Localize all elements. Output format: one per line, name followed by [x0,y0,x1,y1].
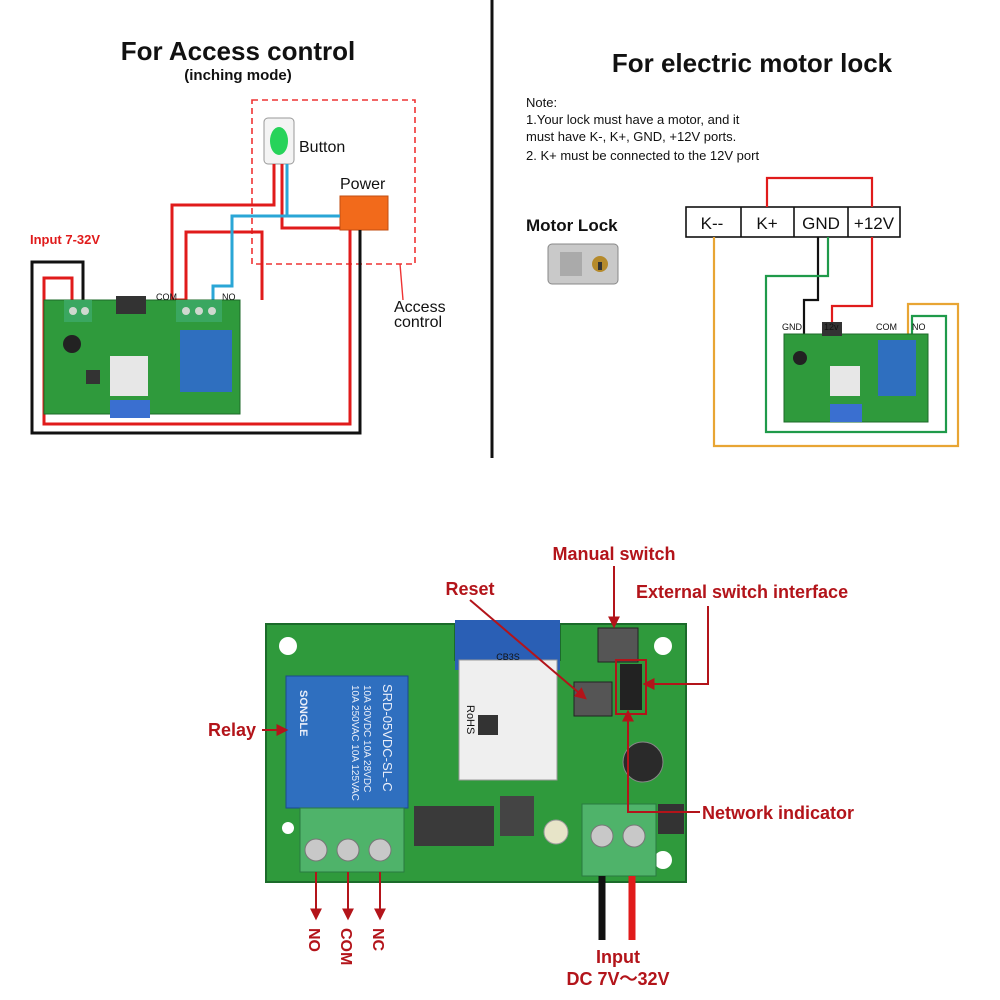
power-icon [339,195,389,231]
board-illustration: CB3S RoHS SONGLE 10A 250VAC 10A 125VAC 1… [208,544,854,989]
terminal-gnd: GND [802,214,840,233]
relay-brand: SONGLE [297,690,309,736]
rohs-label: RoHS [464,705,476,734]
wire-red-kplus-12v [765,176,874,207]
arrow-external-switch [642,606,709,690]
motor-com-label: COM [876,322,897,332]
wire-black-gnd [802,237,820,340]
arrow-reset [469,599,587,700]
access-control-box [251,99,416,265]
access-label-2: control [394,314,442,331]
button-label: Button [299,139,345,156]
pcb-button [86,370,100,384]
relay-terminal-block [299,807,405,873]
motor-title: For electric motor lock [612,48,893,78]
button-led-icon [270,127,288,155]
access-label-1: Access [394,299,446,316]
pcb-antenna [110,400,150,418]
motor-12v-label: 12v [824,322,839,332]
motor-lock-label: Motor Lock [526,216,618,235]
network-led [658,804,684,834]
note-line-2: must have K-, K+, GND, +12V ports. [526,129,736,144]
wire-orange-kminus [712,237,960,448]
relay-model: SRD-05VDC-SL-C [380,684,395,792]
access-leader-line [399,263,404,301]
terminal-k-minus: K-- [701,214,724,233]
pcb-module [110,356,148,396]
annotation-arrows [262,566,709,921]
access-com-label: COM [156,292,177,302]
access-title: For Access control [121,36,356,66]
relay-component: SONGLE 10A 250VAC 10A 125VAC 10A 30VDC 1… [285,675,409,809]
electrolytic-capacitor [622,741,664,783]
access-no-label: NO [222,292,236,302]
pcb-coil [116,296,146,314]
relay-label: Relay [208,720,256,740]
nc-label: NC [369,928,386,952]
coil-antenna [414,806,494,846]
relay-line-1: 10A 250VAC 10A 125VAC [349,685,360,801]
wire-blue-no [211,214,287,300]
power-label: Power [340,176,386,193]
pcb-capacitor [63,335,81,353]
inductor [500,796,534,836]
external-switch-connector [620,664,642,710]
pcb-terminal-left [64,300,92,322]
terminal-12v: +12V [854,214,895,233]
external-switch-highlight [615,659,647,715]
no-label: NO [305,928,322,952]
input-terminal-block [581,803,657,877]
network-indicator-label: Network indicator [702,803,854,823]
external-switch-label: External switch interface [636,582,848,602]
motor-pcb: GND 12v COM NO [782,322,929,423]
note-title: Note: [526,95,557,110]
terminal-strip: K-- K+ GND +12V [685,206,901,238]
access-subtitle: (inching mode) [184,67,292,84]
motor-lock-image [547,243,619,285]
wire-red-input [42,276,74,300]
note-line-1: 1.Your lock must have a motor, and it [526,112,740,127]
motor-no-label: NO [912,322,926,332]
input-voltage-label: Input 7-32V [30,232,100,247]
pcb-relay [180,330,232,392]
access-control-panel: For Access control (inching mode) Access… [30,36,446,435]
terminal-k-plus: K+ [756,214,777,233]
reset-label: Reset [445,579,494,599]
wire-red-power [280,164,340,230]
com-label: COM [337,928,354,965]
input-label: Input [596,947,640,967]
wifi-module [458,659,558,781]
wire-red-com [184,230,264,300]
wire-black-loop [30,230,362,435]
reset-button [573,681,613,717]
wire-green-gnd [764,237,948,434]
small-capacitor [543,819,569,845]
module-label: CB3S [496,652,520,662]
arrow-network-indicator [622,709,700,813]
motor-lock-panel: For electric motor lock Note: 1.Your loc… [526,48,960,448]
input-voltage-range: DC 7V～32V [566,969,669,989]
motor-gnd-label: GND [782,322,803,332]
note-line-3: 2. K+ must be connected to the 12V port [526,148,759,163]
wire-black-input [30,260,85,300]
manual-switch-button [597,627,639,663]
access-pcb: COM NO [43,292,241,418]
qr-code [478,715,498,735]
wire-blue-button [285,164,340,218]
relay-line-2: 10A 30VDC 10A 28VDC [361,685,372,792]
manual-switch-label: Manual switch [552,544,675,564]
